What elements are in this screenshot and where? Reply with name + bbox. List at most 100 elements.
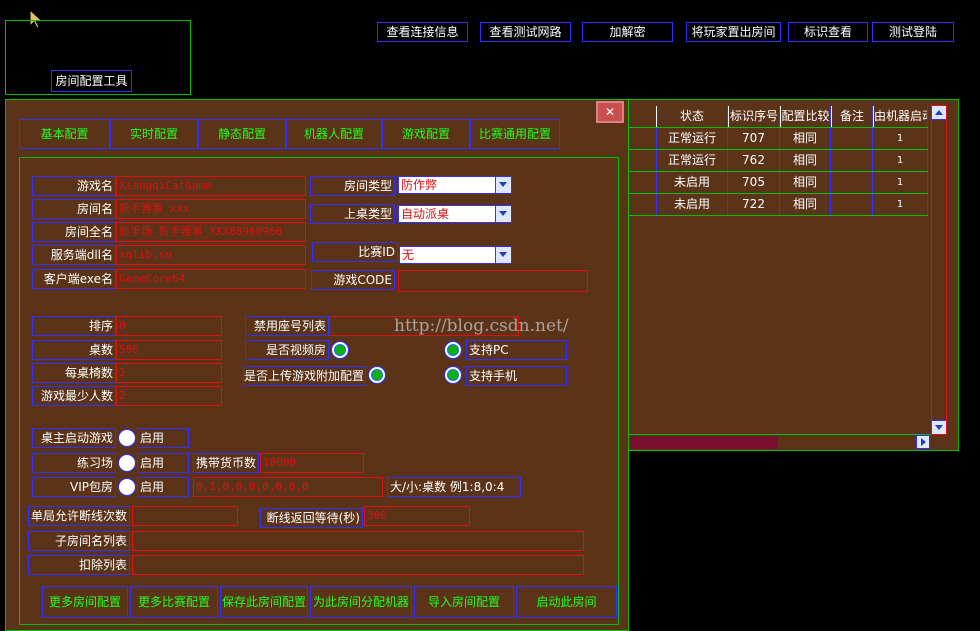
practice-label: 练习场 xyxy=(32,453,116,473)
cell-compare: 相同 xyxy=(780,194,831,215)
cell-status: 正常运行 xyxy=(656,150,728,171)
chairs-per-table-input[interactable]: 2 xyxy=(116,363,222,383)
cell-status: 未启用 xyxy=(656,172,728,193)
room-type-label: 房间类型 xyxy=(310,176,395,196)
chevron-down-icon[interactable] xyxy=(495,206,511,222)
min-players-input[interactable]: 2 xyxy=(116,386,222,406)
tool-title-button[interactable]: 房间配置工具 xyxy=(51,70,132,92)
watermark: http://blog.csdn.net/ xyxy=(394,316,569,336)
sort-input[interactable]: 0 xyxy=(116,316,222,336)
view-connection-button[interactable]: 查看连接信息 xyxy=(377,22,468,42)
more-room-config-button[interactable]: 更多房间配置 xyxy=(42,586,128,618)
deduct-list-input[interactable] xyxy=(132,555,584,575)
cell-status: 未启用 xyxy=(656,194,728,215)
room-fullname-label: 房间全名 xyxy=(32,222,116,242)
video-room-label: 是否视频房 xyxy=(245,340,329,360)
table-count-input[interactable]: 500 xyxy=(116,340,222,360)
game-name-label: 游戏名 xyxy=(32,176,116,196)
table-row[interactable]: 未启用 705 相同 1 xyxy=(628,172,928,194)
deduct-list-label: 扣除列表 xyxy=(28,555,130,575)
cell-note xyxy=(831,128,873,149)
cell-id: 722 xyxy=(728,194,780,215)
upload-extra-label: 是否上传游戏附加配置 xyxy=(243,366,366,386)
col-status[interactable]: 状态 xyxy=(656,106,728,127)
col-note[interactable]: 备注 xyxy=(831,106,873,127)
room-fullname-input[interactable]: 新手场_新手赛事_XXX88960960 xyxy=(116,222,306,242)
import-room-config-button[interactable]: 导入房间配置 xyxy=(414,586,514,618)
host-start-label: 桌主启动游戏 xyxy=(32,428,116,448)
banned-seats-input[interactable] xyxy=(329,316,519,336)
match-id-select[interactable]: 无 xyxy=(399,246,512,264)
game-code-input[interactable] xyxy=(398,270,588,292)
table-row[interactable]: 正常运行 762 相同 1 xyxy=(628,150,928,172)
vertical-scrollbar[interactable] xyxy=(931,105,947,435)
view-id-button[interactable]: 标识查看 xyxy=(788,22,868,42)
scroll-down-icon[interactable] xyxy=(932,420,946,434)
kick-player-button[interactable]: 将玩家置出房间 xyxy=(686,22,781,42)
support-mobile-label: 支持手机 xyxy=(466,366,567,386)
scroll-up-icon[interactable] xyxy=(932,106,946,120)
room-type-select[interactable]: 防作弊 xyxy=(398,176,512,194)
tool-frame xyxy=(5,20,191,95)
sub-rooms-input[interactable] xyxy=(132,531,584,551)
support-mobile-radio[interactable] xyxy=(444,366,462,384)
reconnect-wait-label: 断线返回等待(秒) xyxy=(260,508,363,528)
seat-type-label: 上桌类型 xyxy=(310,204,395,224)
game-code-label: 游戏CODE xyxy=(311,270,395,290)
test-login-button[interactable]: 测试登陆 xyxy=(872,22,954,42)
save-room-config-button[interactable]: 保存此房间配置 xyxy=(220,586,308,618)
more-match-config-button[interactable]: 更多比赛配置 xyxy=(130,586,218,618)
practice-radio[interactable] xyxy=(118,454,136,472)
cell-note xyxy=(831,172,873,193)
tab-match-common[interactable]: 比赛通用配置 xyxy=(470,119,560,149)
server-dll-input[interactable]: xqlib.so xyxy=(116,245,306,265)
start-room-button[interactable]: 启动此房间 xyxy=(516,586,617,618)
tab-robot[interactable]: 机器人配置 xyxy=(286,119,382,149)
vip-room-input[interactable]: 0,1,0,0,0,0,0,0,0 xyxy=(193,477,383,497)
scroll-right-icon[interactable] xyxy=(916,435,930,449)
table-count-label: 桌数 xyxy=(32,340,116,360)
chevron-down-icon[interactable] xyxy=(495,247,511,263)
client-exe-input[interactable]: GameCore64 xyxy=(116,269,306,289)
min-players-label: 游戏最少人数 xyxy=(32,386,116,406)
match-id-label: 比赛ID xyxy=(312,242,398,262)
col-compare[interactable]: 配置比较 xyxy=(780,106,831,127)
cell-status: 正常运行 xyxy=(656,128,728,149)
table-row[interactable]: 正常运行 707 相同 1 xyxy=(628,128,928,150)
room-config-panel: ✕ 基本配置 实时配置 静态配置 机器人配置 游戏配置 比赛通用配置 游戏名 X… xyxy=(5,99,629,631)
seat-type-select[interactable]: 自动派桌 xyxy=(398,205,512,223)
support-pc-radio[interactable] xyxy=(444,341,462,359)
encrypt-decrypt-button[interactable]: 加解密 xyxy=(582,22,673,42)
col-machine[interactable]: 由机器启动 xyxy=(873,106,928,127)
carry-coins-input[interactable]: 10000 xyxy=(260,453,364,473)
tab-basic[interactable]: 基本配置 xyxy=(19,119,110,149)
allow-disconnect-label: 单局允许断线次数 xyxy=(28,506,130,526)
room-name-input[interactable]: 新手赛事_xxx xyxy=(116,199,306,219)
tab-game[interactable]: 游戏配置 xyxy=(382,119,470,149)
horizontal-scrollbar[interactable] xyxy=(628,434,930,450)
host-start-radio[interactable] xyxy=(118,429,136,447)
cell-machine: 1 xyxy=(873,194,928,215)
video-room-radio[interactable] xyxy=(331,341,349,359)
table-row[interactable]: 未启用 722 相同 1 xyxy=(628,194,928,216)
scroll-thumb[interactable] xyxy=(628,436,778,449)
sort-label: 排序 xyxy=(32,316,116,336)
tab-realtime[interactable]: 实时配置 xyxy=(110,119,198,149)
view-test-network-button[interactable]: 查看测试网路 xyxy=(480,22,571,42)
chevron-down-icon[interactable] xyxy=(495,177,511,193)
practice-enable-label: 启用 xyxy=(137,453,189,473)
tab-static[interactable]: 静态配置 xyxy=(198,119,286,149)
vip-room-label: VIP包房 xyxy=(32,477,116,497)
vip-room-radio[interactable] xyxy=(118,478,136,496)
allow-disconnect-input[interactable] xyxy=(132,506,238,526)
game-name-input[interactable]: XiangqiCatGame xyxy=(116,176,306,196)
cell-id: 705 xyxy=(728,172,780,193)
reconnect-wait-input[interactable]: 300 xyxy=(364,506,470,526)
banned-seats-label: 禁用座号列表 xyxy=(245,316,329,336)
close-button[interactable]: ✕ xyxy=(596,101,624,123)
upload-extra-radio[interactable] xyxy=(368,366,386,384)
mouse-cursor-icon xyxy=(29,8,44,29)
col-id[interactable]: 标识序号 xyxy=(728,106,780,127)
assign-machine-button[interactable]: 为此房间分配机器 xyxy=(310,586,412,618)
size-hint-label: 大/小:桌数 例1:8,0:4 xyxy=(387,477,521,497)
